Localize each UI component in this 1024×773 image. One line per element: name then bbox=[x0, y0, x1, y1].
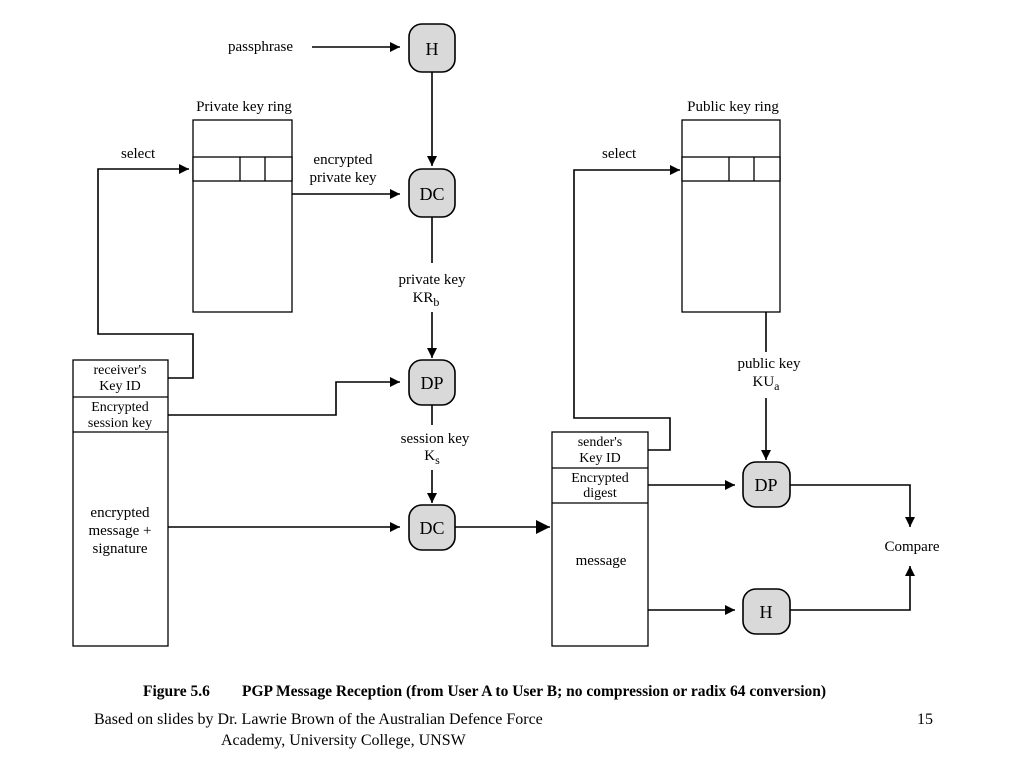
private-key-ring-selected-row bbox=[192, 156, 293, 182]
passphrase-label: passphrase bbox=[228, 39, 293, 55]
svg-text:DC: DC bbox=[419, 184, 444, 204]
sender-key-id-label-2: Key ID bbox=[579, 451, 621, 466]
encrypted-private-key-label-2: private key bbox=[309, 170, 377, 186]
public-key-ring-table bbox=[681, 119, 781, 313]
svg-text:H: H bbox=[760, 602, 773, 622]
public-key-ring-selected-row bbox=[681, 156, 781, 182]
encrypted-session-key-label-2: session key bbox=[88, 416, 152, 431]
decrypted-message: sender's Key ID Encrypted digest message bbox=[551, 431, 649, 647]
private-key-ring-label: Private key ring bbox=[196, 99, 292, 115]
svg-text:session key: session key bbox=[401, 431, 470, 447]
svg-text:DP: DP bbox=[754, 475, 777, 495]
encrypted-session-key-label-1: Encrypted bbox=[91, 400, 149, 415]
node-decrypt-private-key: DC bbox=[408, 168, 456, 218]
page-number: 15 bbox=[917, 711, 933, 728]
figure-caption: PGP Message Reception (from User A to Us… bbox=[242, 683, 826, 700]
footer-credit-line1: Based on slides by Dr. Lawrie Brown of t… bbox=[94, 711, 543, 728]
svg-text:private key: private key bbox=[398, 272, 466, 288]
svg-text:public key: public key bbox=[738, 356, 801, 372]
sender-key-id-label-1: sender's bbox=[578, 435, 623, 450]
encrypted-private-key-label-1: encrypted bbox=[313, 152, 373, 168]
encrypted-digest-label-2: digest bbox=[583, 486, 617, 501]
encrypted-message-label-2: message + bbox=[88, 523, 151, 539]
public-key-ring-label: Public key ring bbox=[687, 99, 779, 115]
arrow-hash-to-compare bbox=[790, 566, 915, 611]
session-key-label: session key Ks bbox=[401, 431, 470, 467]
encrypted-digest-label-1: Encrypted bbox=[571, 471, 629, 486]
figure-number: Figure 5.6 bbox=[143, 683, 210, 700]
private-key-ring-table bbox=[192, 119, 293, 313]
public-key-label: public key KUa bbox=[738, 356, 801, 393]
private-key-label: private key KRb bbox=[398, 272, 466, 309]
encrypted-message-label-1: encrypted bbox=[90, 505, 150, 521]
node-decrypt-message: DC bbox=[408, 504, 456, 551]
select-left-label: select bbox=[121, 146, 156, 162]
footer-credit-line2: Academy, University College, UNSW bbox=[221, 732, 466, 749]
incoming-message-box bbox=[72, 359, 169, 647]
receiver-key-id-label-1: receiver's bbox=[93, 363, 146, 378]
svg-text:DC: DC bbox=[419, 518, 444, 538]
node-hash-top: H bbox=[408, 23, 456, 73]
svg-text:KRb: KRb bbox=[413, 290, 440, 309]
message-label: message bbox=[576, 553, 627, 569]
svg-text:H: H bbox=[426, 39, 439, 59]
select-right-label: select bbox=[602, 146, 637, 162]
svg-text:KUa: KUa bbox=[753, 374, 781, 393]
arrow-select-public-key bbox=[573, 165, 680, 451]
node-hash-bottom: H bbox=[742, 588, 791, 635]
svg-text:Ks: Ks bbox=[424, 448, 440, 467]
receiver-key-id-label-2: Key ID bbox=[99, 379, 141, 394]
node-decrypt-session-key: DP bbox=[408, 359, 456, 406]
footer-credit: Based on slides by Dr. Lawrie Brown of t… bbox=[94, 709, 694, 751]
arrow-dp-to-compare bbox=[790, 484, 915, 527]
svg-text:DP: DP bbox=[420, 373, 443, 393]
arrow-select-private-key bbox=[97, 164, 194, 379]
compare-label: Compare bbox=[885, 539, 940, 555]
incoming-message: receiver's Key ID Encrypted session key … bbox=[72, 359, 169, 647]
public-key-ring: Public key ring bbox=[681, 99, 781, 313]
encrypted-message-label-3: signature bbox=[93, 541, 148, 557]
private-key-ring: Private key ring bbox=[192, 99, 293, 313]
node-decrypt-digest: DP bbox=[742, 461, 791, 508]
arrow-session-key-to-dp bbox=[168, 377, 400, 416]
